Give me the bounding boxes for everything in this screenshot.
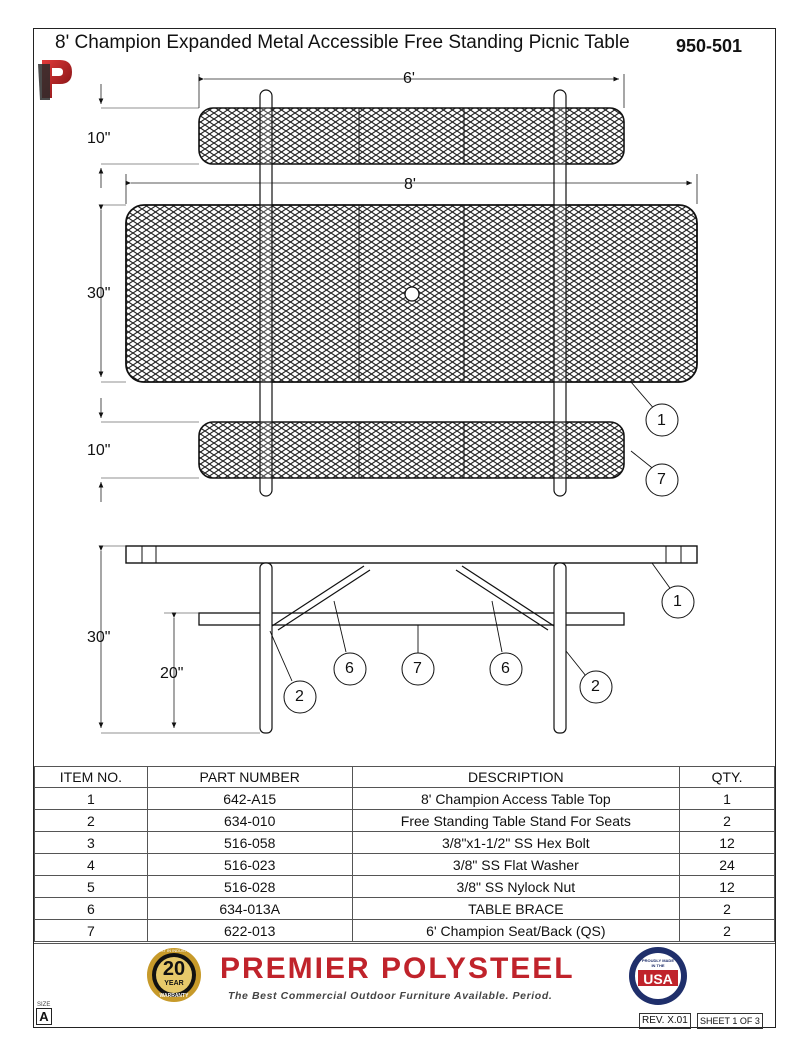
usa-badge-icon [629,947,687,1005]
footer-divider [34,943,775,944]
drawing-border [33,28,776,1028]
warranty-badge-top: BEST IN INDUSTRY [155,948,193,953]
bom-cell: 8' Champion Access Table Top [351,787,681,810]
bom-header: DESCRIPTION [351,766,681,788]
bom-cell: 2 [679,897,775,920]
top-length-label: 8' [404,176,416,193]
bom-cell: 3/8" SS Flat Washer [351,853,681,876]
usa-badge-top: PROUDLY MADE IN THE [641,958,674,968]
callout-number: 7 [657,471,666,488]
document-number: 950-501 [676,36,743,56]
bom-cell: 12 [679,875,775,898]
bom-cell: 7 [34,919,148,942]
bom-header: PART NUMBER [146,766,353,788]
bom-cell: 2 [679,809,775,832]
drawing-title: 8' Champion Expanded Metal Accessible Fr… [55,32,630,53]
brand-tagline: The Best Commercial Outdoor Furniture Av… [228,990,553,1002]
bom-cell: 1 [679,787,775,810]
bom-cell: 2 [679,919,775,942]
bom-cell: 634-013A [146,897,353,920]
bom-cell: 516-028 [146,875,353,898]
seat-length-label: 6' [403,70,415,87]
bom-cell: 6 [34,897,148,920]
company-logo [38,60,72,100]
bom-cell: 24 [679,853,775,876]
callout-number: 6 [501,660,510,677]
bom-cell: TABLE BRACE [351,897,681,920]
bom-header: ITEM NO. [34,766,148,788]
seat-width-bottom-label: 10" [87,442,111,459]
bom-cell: Free Standing Table Stand For Seats [351,809,681,832]
callout-number: 1 [657,412,666,429]
seat-height-label: 20" [160,665,184,682]
bom-cell: 3 [34,831,148,854]
size-label: SIZE [37,1002,51,1008]
bom-cell: 3/8"x1-1/2" SS Hex Bolt [351,831,681,854]
bom-cell: 516-058 [146,831,353,854]
callout-number: 7 [413,660,422,677]
bom-header-row: ITEM NO. PART NUMBER DESCRIPTION QTY. [34,766,775,788]
callout-number: 6 [345,660,354,677]
usa-badge-text: USA [643,971,673,987]
size-value: A [36,1008,52,1025]
bom-header: QTY. [679,766,775,788]
callout-number: 2 [591,678,600,695]
bom-cell: 2 [34,809,148,832]
bom-cell: 4 [34,853,148,876]
top-width-label: 30" [87,285,111,302]
bom-cell: 1 [34,787,148,810]
bom-cell: 516-023 [146,853,353,876]
brand-name: PREMIER POLYSTEEL [220,952,575,985]
seat-width-label: 10" [87,130,111,147]
drawing-views [98,74,698,734]
table-height-label: 30" [87,629,111,646]
warranty-badge-year: YEAR [164,980,184,987]
bom-cell: 622-013 [146,919,353,942]
warranty-badge-icon [147,948,201,1002]
callout-number: 2 [295,688,304,705]
callout-number: 1 [673,593,682,610]
bom-cell: 634-010 [146,809,353,832]
bom-cell: 5 [34,875,148,898]
sheet-number: SHEET 1 OF 3 [697,1013,763,1029]
warranty-badge-number: 20 [162,958,186,980]
bom-cell: 642-A15 [146,787,353,810]
bom-cell: 6' Champion Seat/Back (QS) [351,919,681,942]
revision: REV. X.01 [639,1013,691,1029]
bom-cell: 3/8" SS Nylock Nut [351,875,681,898]
bom-cell: 12 [679,831,775,854]
warranty-badge-bottom: WARRANTY [159,993,189,999]
